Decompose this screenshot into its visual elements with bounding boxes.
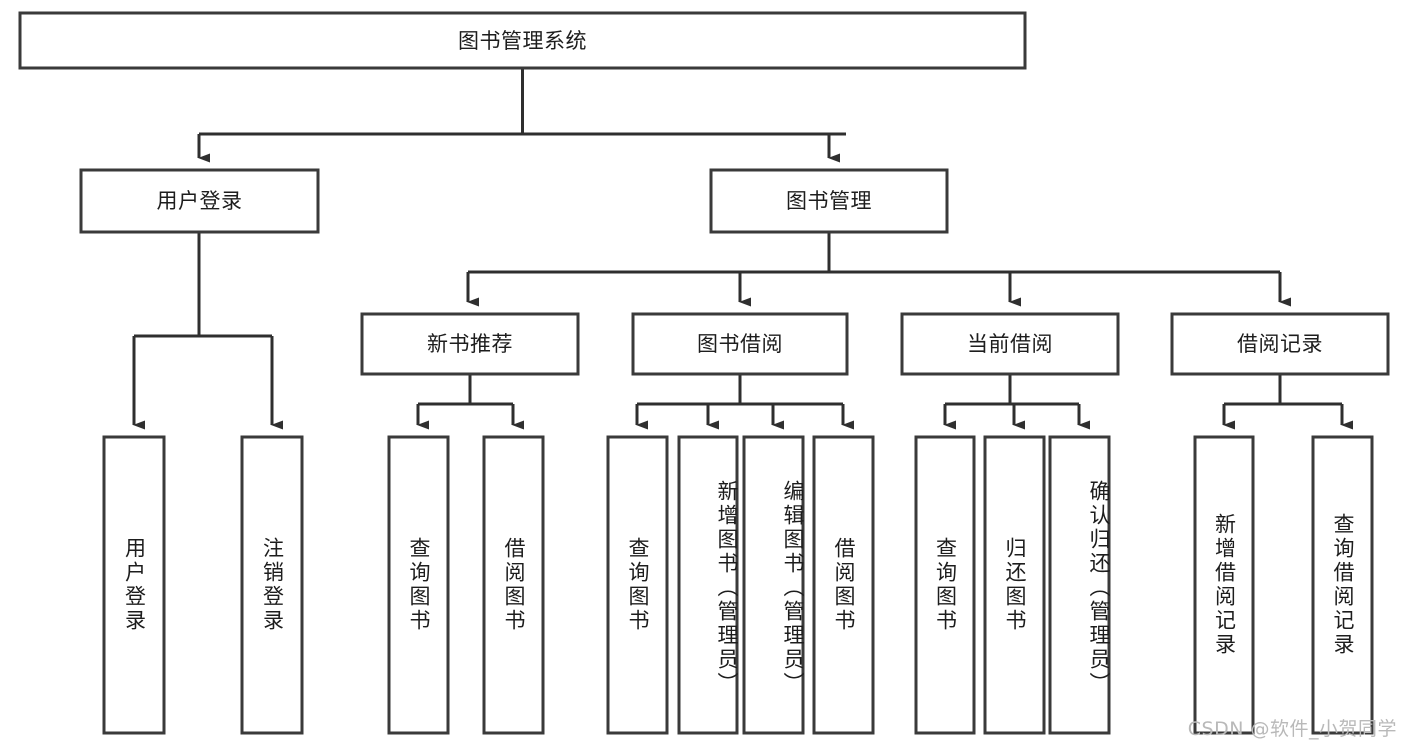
node-label-new-book-recommend: 新书推荐 (427, 332, 513, 356)
node-box-new-book-recommend[interactable] (360, 312, 580, 376)
node-label-book-management: 图书管理 (786, 189, 872, 213)
connector-group-book-management (466, 232, 1291, 307)
node-box-leaf-confirm-return[interactable] (1048, 435, 1111, 735)
node-label-user-login: 用户登录 (157, 189, 243, 213)
node-box-leaf-borrow-book-2[interactable] (812, 435, 875, 735)
node-label-borrow-record: 借阅记录 (1237, 332, 1323, 356)
connector-group-current-borrow (943, 374, 1090, 430)
connector-group-user-login (132, 232, 283, 430)
node-label-book-borrow: 图书借阅 (697, 332, 783, 356)
node-box-user-login[interactable] (79, 168, 320, 234)
node-box-leaf-borrow-book-1[interactable] (482, 435, 545, 735)
node-box-leaf-add-record[interactable] (1193, 435, 1255, 735)
connector-group-book-borrow (635, 374, 854, 430)
node-box-book-borrow[interactable] (631, 312, 849, 376)
node-box-root[interactable] (18, 11, 1027, 70)
node-box-book-management[interactable] (709, 168, 949, 234)
node-box-borrow-record[interactable] (1170, 312, 1390, 376)
node-box-leaf-query-book-1[interactable] (387, 435, 450, 735)
watermark: CSDN @软件_小贺同学 (1187, 718, 1397, 740)
node-box-leaf-query-record[interactable] (1311, 435, 1374, 735)
node-box-leaf-add-book[interactable] (677, 435, 739, 735)
node-box-leaf-query-book-2[interactable] (606, 435, 669, 735)
node-box-leaf-edit-book[interactable] (742, 435, 805, 735)
connector-group-root (197, 68, 846, 163)
node-box-leaf-query-book-3[interactable] (914, 435, 976, 735)
node-box-leaf-return-book[interactable] (983, 435, 1046, 735)
node-box-leaf-user-login[interactable] (102, 435, 166, 735)
connector-group-new-book-recommend (416, 374, 524, 430)
node-label-root: 图书管理系统 (458, 29, 587, 53)
node-box-leaf-logout[interactable] (240, 435, 304, 735)
node-box-current-borrow[interactable] (900, 312, 1120, 376)
node-label-current-borrow: 当前借阅 (967, 332, 1053, 356)
connector-group-borrow-record (1222, 374, 1353, 430)
